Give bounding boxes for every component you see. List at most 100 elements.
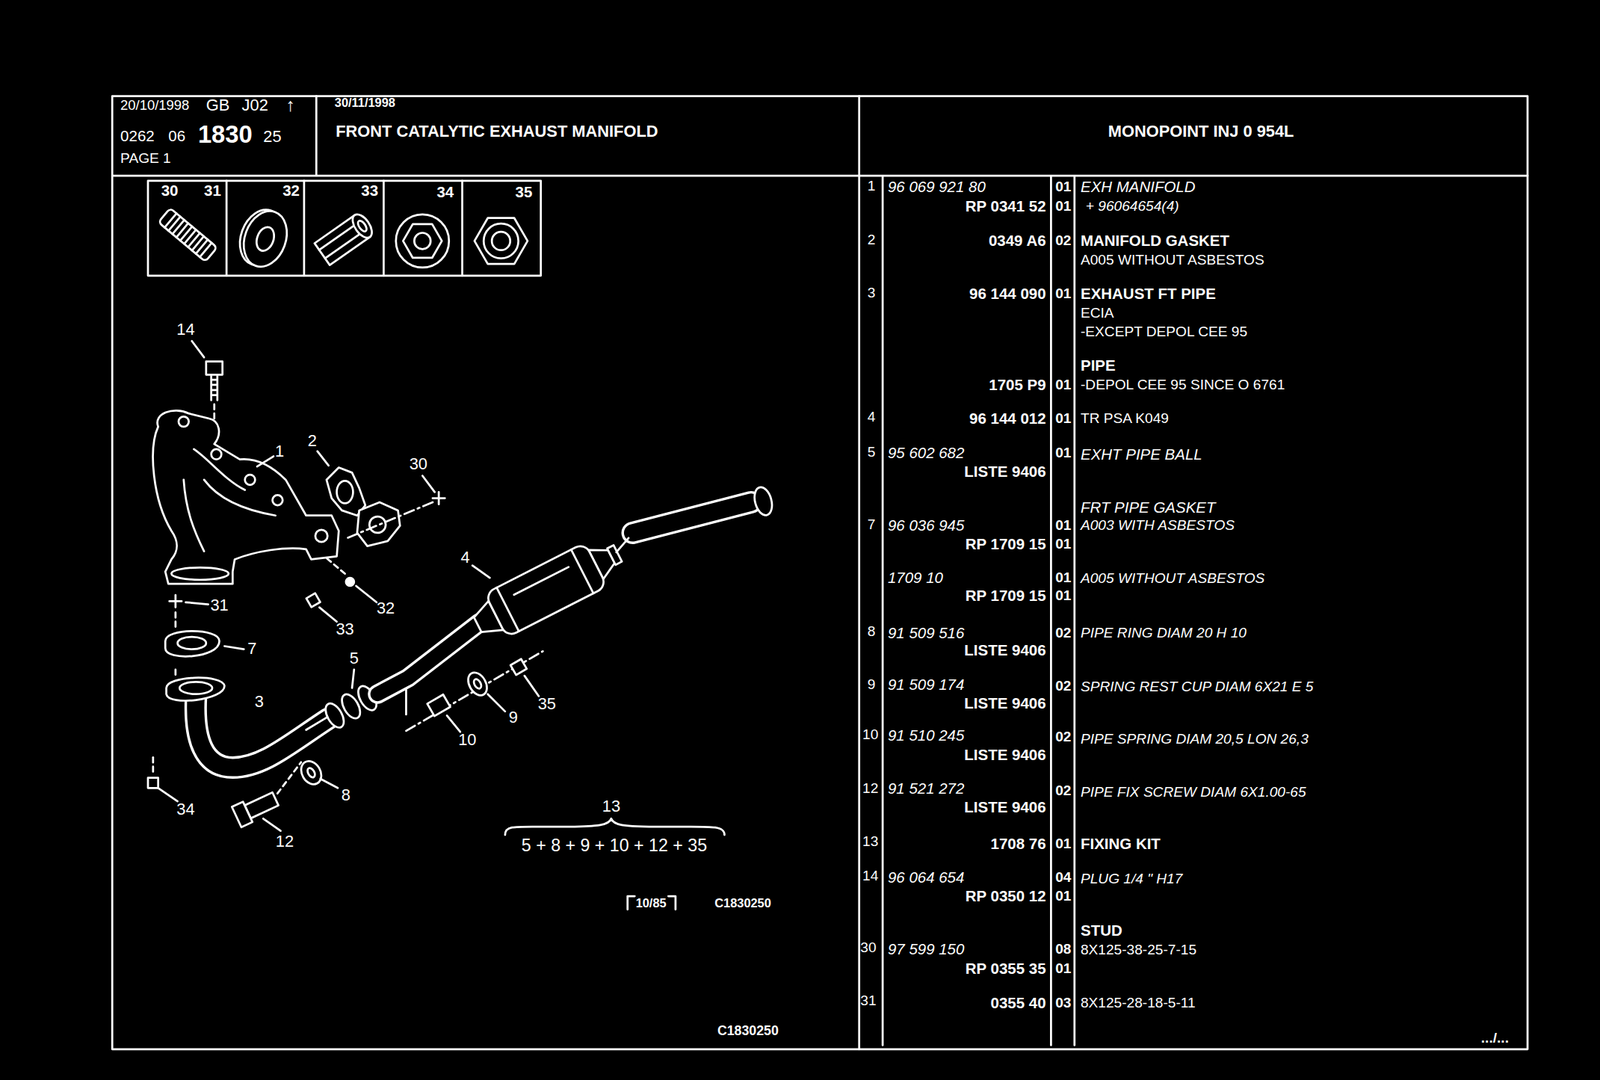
table-cell: 96 069 921 80 — [887, 179, 986, 195]
table-cell: 03 — [1055, 996, 1071, 1011]
header-text: MONOPOINT INJ 0 954L — [1108, 123, 1295, 140]
table-cell: 01 — [1055, 588, 1071, 604]
callout-label: 4 — [461, 549, 471, 566]
catalytic-converter — [496, 549, 595, 631]
table-cell: 1 — [867, 178, 876, 193]
flange-nut-icon — [396, 214, 450, 268]
exhaust-manifold — [245, 474, 256, 486]
callout-label: 9 — [508, 709, 518, 726]
table-cell: 01 — [1055, 518, 1071, 533]
table-cell: 30 — [860, 940, 876, 956]
manifold-gasket — [357, 502, 400, 547]
leader-lines — [524, 675, 539, 696]
date-bracket — [627, 896, 676, 910]
leader-lines — [257, 456, 274, 468]
table-cell: MANIFOLD GASKET — [1080, 233, 1230, 249]
fastener-icon-box: 33 — [304, 180, 385, 276]
table-cell: 14 — [862, 868, 879, 883]
header-text: J02 — [242, 97, 269, 114]
table-cell: SPRING REST CUP DIAM 6X21 E 5 — [1080, 679, 1314, 694]
stud-and-nut — [306, 593, 321, 608]
table-cell: 01 — [1055, 286, 1071, 302]
table-cell: PIPE RING DIAM 20 H 10 — [1080, 625, 1247, 640]
table-cell: 2 — [867, 232, 876, 247]
table-cell: 02 — [1055, 233, 1071, 249]
kit-bracket — [505, 818, 725, 835]
header-text: 25 — [263, 128, 281, 145]
header-text: ↑ — [285, 95, 295, 115]
table-cell: LISTE 9406 — [964, 464, 1046, 480]
table-cell: RP 0355 35 — [965, 961, 1047, 976]
table-cell: -EXCEPT DEPOL CEE 95 — [1080, 324, 1248, 339]
table-cell: 01 — [1055, 179, 1071, 194]
table-cell: EXHAUST FT PIPE — [1080, 286, 1216, 302]
callout-label: C1830250 — [717, 1025, 779, 1039]
rear-pipe — [751, 485, 775, 518]
spring-fixing-set — [510, 659, 527, 675]
callout-label: 34 — [176, 801, 195, 818]
table-cell: STUD — [1080, 922, 1123, 938]
callout-number: 34 — [436, 183, 454, 199]
spacer-nut-icon — [348, 210, 376, 241]
leader-lines — [186, 602, 209, 605]
callout-label: 14 — [176, 321, 195, 338]
line-art — [112, 96, 1528, 1050]
callout-number: 35 — [515, 183, 533, 199]
spring-fixing-set — [427, 694, 451, 716]
manifold-gasket — [369, 516, 386, 533]
callout-label: 32 — [376, 600, 395, 617]
front-pipe-gasket — [165, 630, 219, 657]
header-text: 0262 — [120, 127, 155, 143]
front-pipe-gasket — [177, 636, 207, 649]
callout-number: 30 — [161, 183, 179, 199]
header-text: 1830 — [198, 122, 253, 148]
callout-number: 31 — [204, 183, 222, 199]
plug-nut — [151, 757, 154, 774]
exhaust-manifold — [153, 410, 340, 584]
leader-lines — [158, 340, 539, 831]
fastener-icon-strip — [147, 180, 542, 276]
table-cell: RP 1709 15 — [965, 536, 1047, 552]
table-cell: 91 509 516 — [887, 624, 965, 640]
table-cell: 0355 40 — [990, 995, 1047, 1011]
plug-nut — [147, 777, 159, 789]
leader-lines — [320, 778, 338, 788]
table-cell: 96 064 654 — [887, 869, 965, 885]
header-text: GB — [206, 97, 231, 114]
page-frame — [112, 96, 1528, 1050]
table-cell: LISTE 9406 — [964, 799, 1046, 815]
table-cell: 96 144 090 — [969, 286, 1046, 302]
table-cell: 1709 10 — [887, 570, 944, 586]
table-cell: 0349 A6 — [988, 233, 1047, 249]
spacer-nut-icon — [356, 218, 369, 233]
table-cell: 7 — [867, 517, 876, 532]
kit-bracket — [505, 818, 725, 835]
callout-number: 33 — [360, 183, 379, 199]
stud-and-nut — [432, 491, 445, 504]
fixing-screw — [269, 762, 309, 794]
callout-label: 7 — [247, 640, 257, 657]
manifold-gasket — [326, 467, 400, 547]
table-cell: RP 0341 52 — [965, 198, 1047, 214]
table-cell: EXHT PIPE BALL — [1080, 446, 1203, 462]
table-cell: PIPE FIX SCREW DIAM 6X1.00-65 — [1080, 784, 1307, 799]
table-cell: TR PSA K049 — [1080, 411, 1169, 426]
manifold-gasket — [326, 467, 366, 516]
callout-label: 5 — [349, 650, 359, 667]
table-cell: 8X125-38-25-7-15 — [1080, 943, 1197, 958]
table-cell: 12 — [862, 781, 879, 796]
stud-icon — [158, 207, 218, 261]
header-title-cell: 30/11/1998FRONT CATALYTIC EXHAUST MANIFO… — [316, 95, 859, 176]
spring-fixing-set — [405, 650, 543, 731]
spacer-nut-icon — [314, 210, 376, 265]
stud-and-nut — [345, 502, 433, 539]
header-text: 06 — [168, 127, 186, 143]
plug-bolt — [206, 361, 223, 376]
fastener-icon-box: 35 — [462, 180, 542, 276]
table-cell: 9 — [867, 677, 876, 693]
front-pipe-gasket — [165, 630, 219, 657]
fastener-icon-strip — [226, 180, 462, 276]
stud-and-nut — [324, 556, 345, 574]
catalytic-converter — [466, 531, 629, 647]
